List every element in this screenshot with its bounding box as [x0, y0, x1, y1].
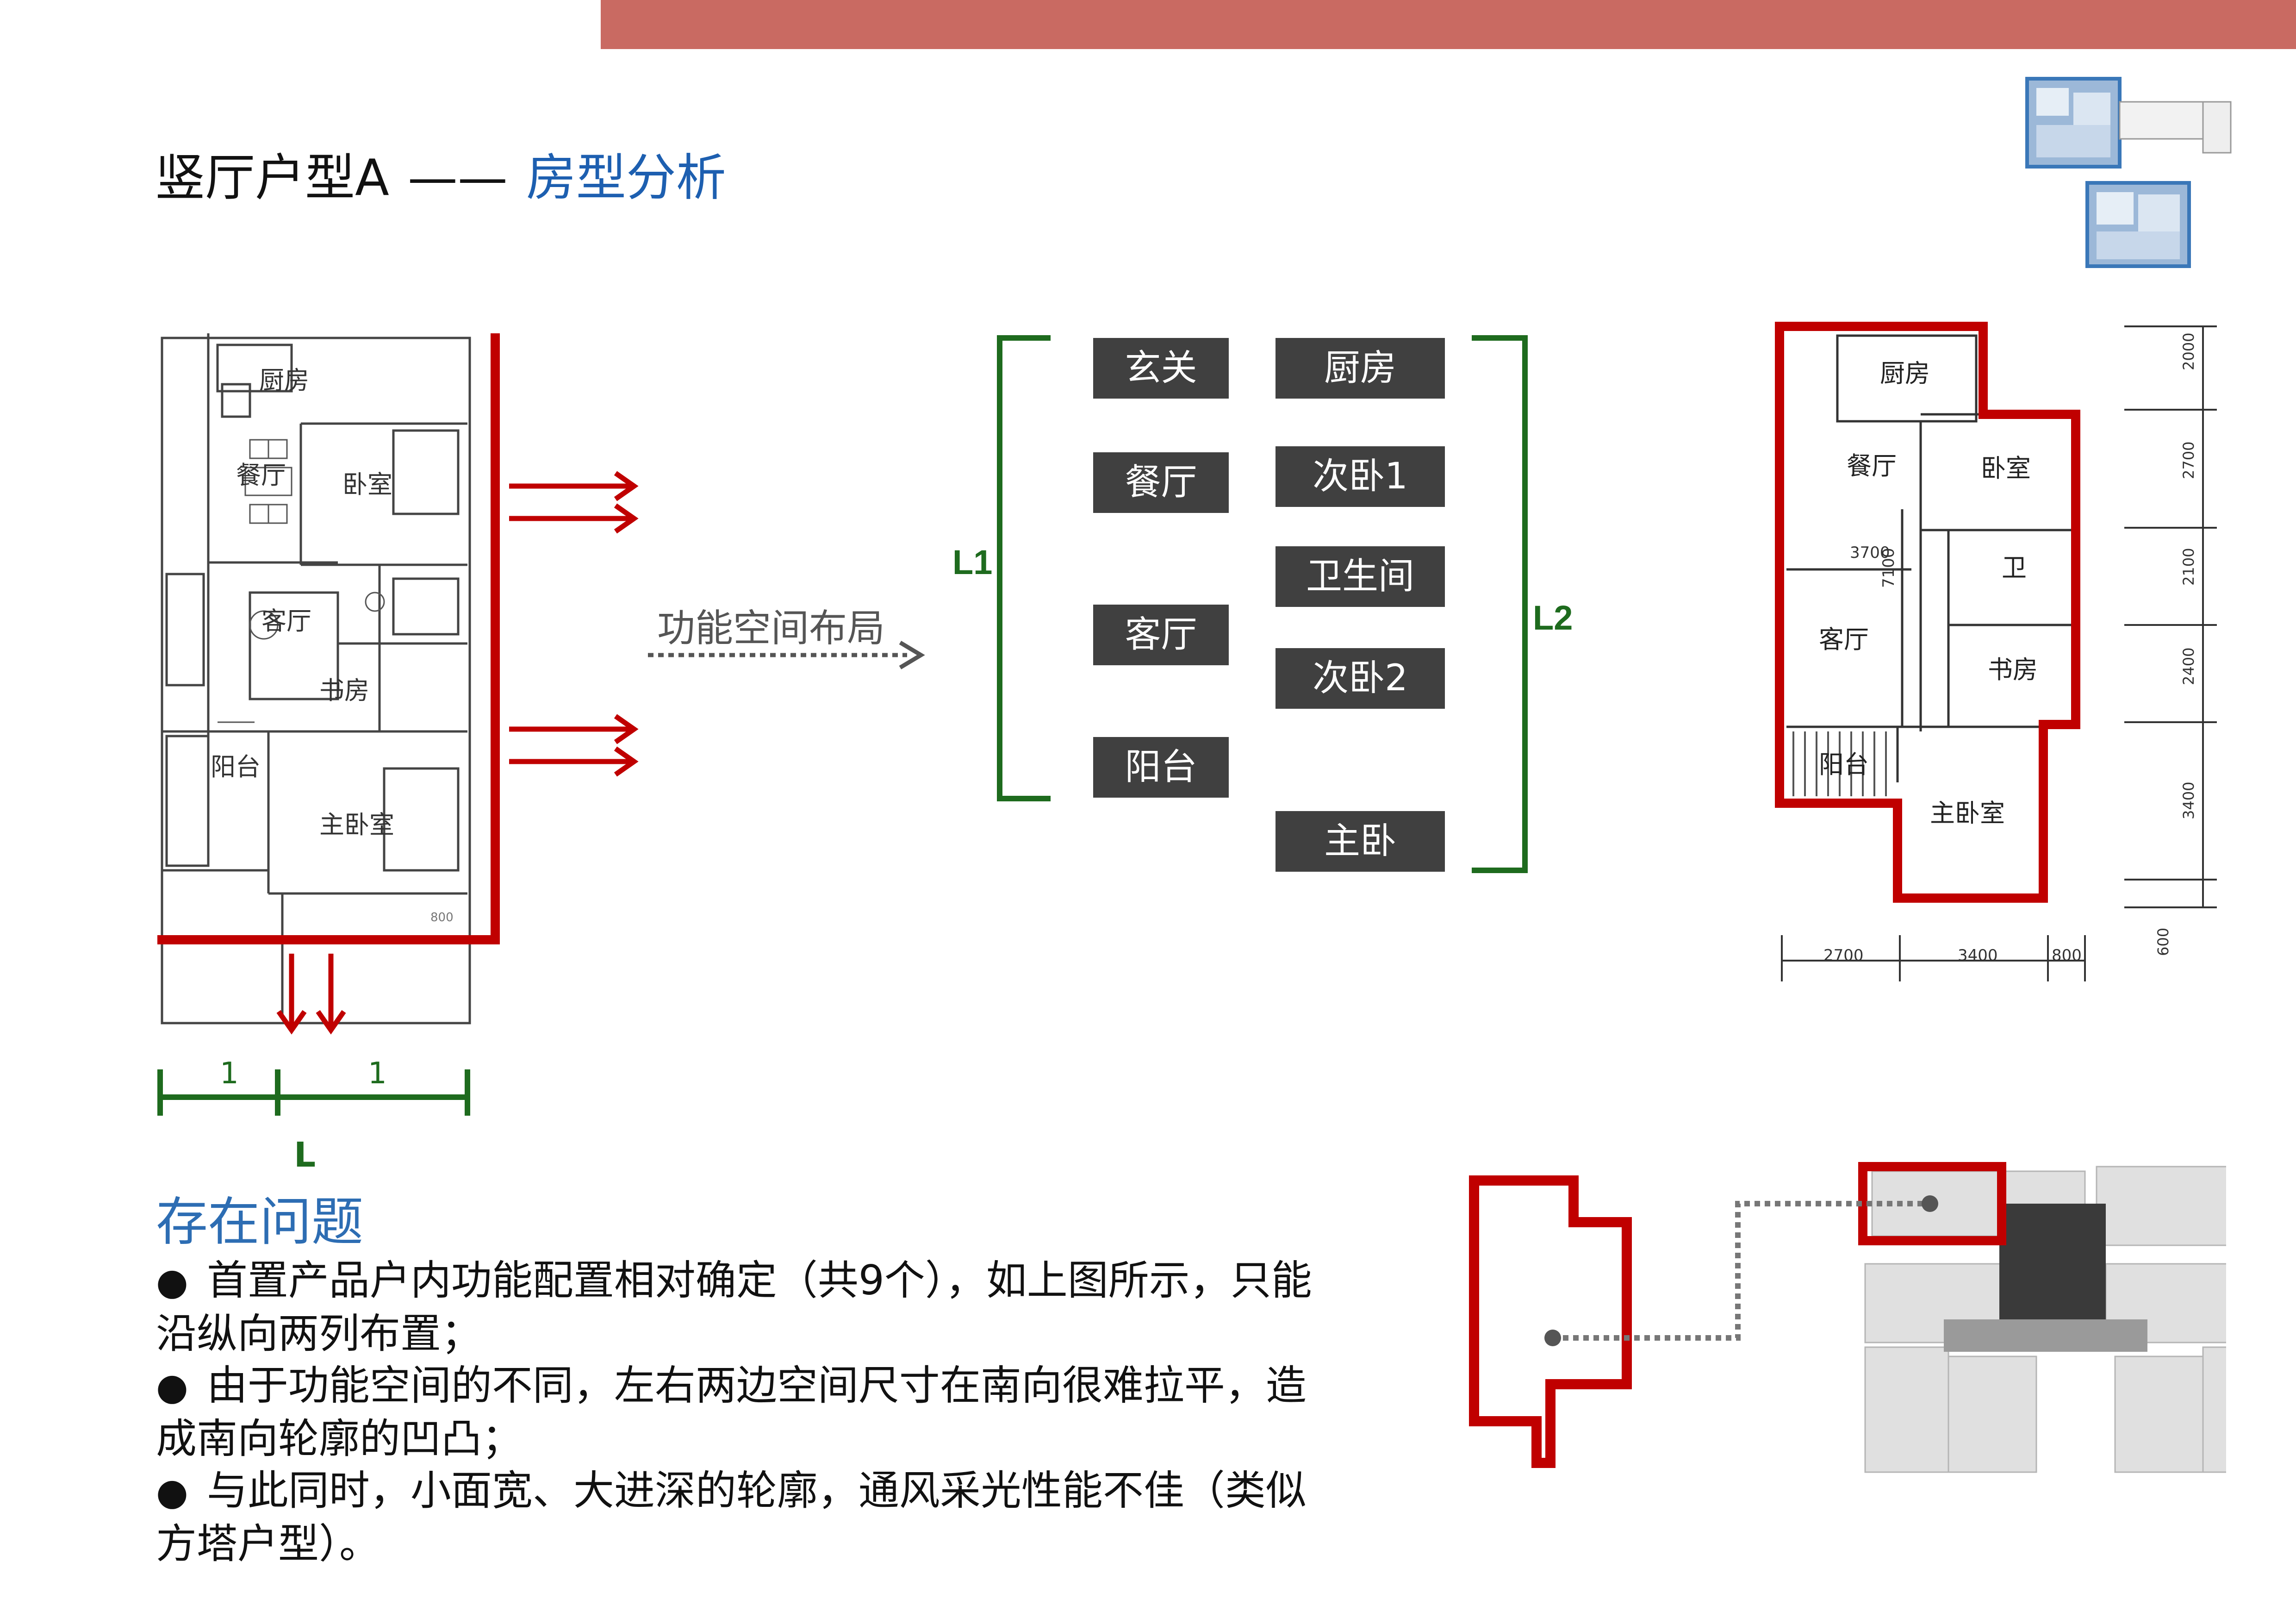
layout-dotted-arrow	[648, 641, 925, 669]
left-plan-down-arrows	[276, 954, 346, 1035]
right-vdim-3: 2100	[2180, 548, 2197, 586]
unit-label-1: 1	[220, 1056, 239, 1091]
left-plan-red-outline	[157, 333, 500, 944]
right-room-living: 客厅	[1819, 625, 1869, 654]
tag-living: 客厅	[1093, 605, 1229, 665]
issue-text-2: 由于功能空间的不同，左右两边空间尺寸在南向很难拉平，造成南向轮廓的凹凸；	[156, 1362, 1307, 1462]
left-room-study: 书房	[319, 676, 369, 705]
right-vdim-2: 2700	[2180, 442, 2197, 479]
right-room-dining: 餐厅	[1847, 451, 1897, 481]
right-vdim-6: 600	[2154, 928, 2172, 956]
unit-total-label: L	[294, 1135, 316, 1175]
issue-text-3: 与此同时，小面宽、大进深的轮廓，通风采光性能不佳（类似方塔户型）。	[156, 1467, 1307, 1568]
right-dim-3700: 3700	[1850, 543, 1890, 562]
left-room-kitchen: 厨房	[259, 366, 309, 395]
tag-dining: 餐厅	[1093, 452, 1229, 513]
right-hdim-2: 3400	[1958, 946, 1998, 965]
right-hdim-3: 800	[2052, 946, 2082, 965]
unit-highlight	[1858, 1162, 2006, 1245]
tag-bedroom-2a: 次卧1	[1276, 446, 1445, 507]
title-dash: ——	[407, 149, 508, 207]
right-hdim-1: 2700	[1823, 946, 1864, 965]
tag-bedroom-2b: 次卧2	[1276, 648, 1445, 709]
right-plan-red-outline	[1775, 322, 2080, 903]
right-room-balcony: 阳台	[1819, 750, 1869, 779]
right-vdim-5: 3400	[2180, 782, 2197, 819]
site-thumbnail	[2025, 77, 2232, 268]
tag-balcony: 阳台	[1093, 737, 1229, 798]
left-plan-right-arrows	[509, 471, 639, 777]
unit-label-2: 1	[368, 1056, 387, 1091]
tag-master-bedroom: 主卧	[1276, 811, 1445, 872]
left-room-bedroom: 卧室	[342, 470, 392, 499]
issues-heading: 存在问题	[156, 1192, 363, 1252]
issue-item: ●与此同时，小面宽、大进深的轮廓，通风采光性能不佳（类似方塔户型）。	[156, 1467, 1307, 1568]
tag-kitchen: 厨房	[1276, 338, 1445, 399]
key-plan	[1469, 1162, 2226, 1473]
issue-item: ●由于功能空间的不同，左右两边空间尺寸在南向很难拉平，造成南向轮廓的凹凸；	[156, 1362, 1307, 1462]
issue-text-1: 首置产品户内功能配置相对确定（共9个），如上图所示，只能沿纵向两列布置；	[156, 1256, 1312, 1357]
left-room-balcony: 阳台	[211, 752, 261, 781]
left-room-master: 主卧室	[319, 810, 394, 839]
top-accent-bar	[601, 0, 2296, 49]
left-floor-plan: 厨房 餐厅 卧室 客厅 书房 阳台 主卧室 800	[157, 333, 639, 1035]
unit-ruler: 1 1 L	[157, 1056, 470, 1175]
title-subtitle: 房型分析	[526, 149, 726, 207]
bracket-label-l1: L1	[952, 543, 993, 581]
right-room-bath: 卫	[2002, 553, 2027, 582]
issues-list: ●首置产品户内功能配置相对确定（共9个），如上图所示，只能沿纵向两列布置； ●由…	[156, 1255, 1341, 1570]
right-dim-7100: 7100	[1879, 548, 1898, 588]
right-vdim-1: 2000	[2180, 333, 2197, 370]
right-room-study: 书房	[1988, 655, 2038, 684]
left-room-dining: 餐厅	[236, 461, 286, 490]
issue-item: ●首置产品户内功能配置相对确定（共9个），如上图所示，只能沿纵向两列布置；	[156, 1256, 1312, 1357]
right-vdim-4: 2400	[2180, 648, 2197, 685]
title-main: 竖厅户型A	[155, 149, 389, 207]
tag-bathroom: 卫生间	[1276, 546, 1445, 607]
right-room-master: 主卧室	[1930, 799, 2005, 828]
right-room-kitchen: 厨房	[1880, 359, 1930, 388]
page-title: 竖厅户型A —— 房型分析	[155, 141, 726, 215]
left-room-living: 客厅	[261, 606, 311, 636]
bracket-label-l2: L2	[1533, 599, 1573, 637]
tag-entry: 玄关	[1093, 338, 1229, 399]
right-simplified-plan: 厨房 餐厅 卧室 卫 客厅 书房 阳台 主卧室 3700 7100 2000 2…	[1775, 322, 2217, 981]
layout-arrow-label: 功能空间布局	[657, 606, 885, 650]
unit-outline	[1469, 1175, 1632, 1468]
left-plan-dim-note: 800	[430, 911, 454, 924]
layout-brackets	[997, 335, 1528, 873]
right-room-bedroom: 卧室	[1981, 454, 2031, 483]
